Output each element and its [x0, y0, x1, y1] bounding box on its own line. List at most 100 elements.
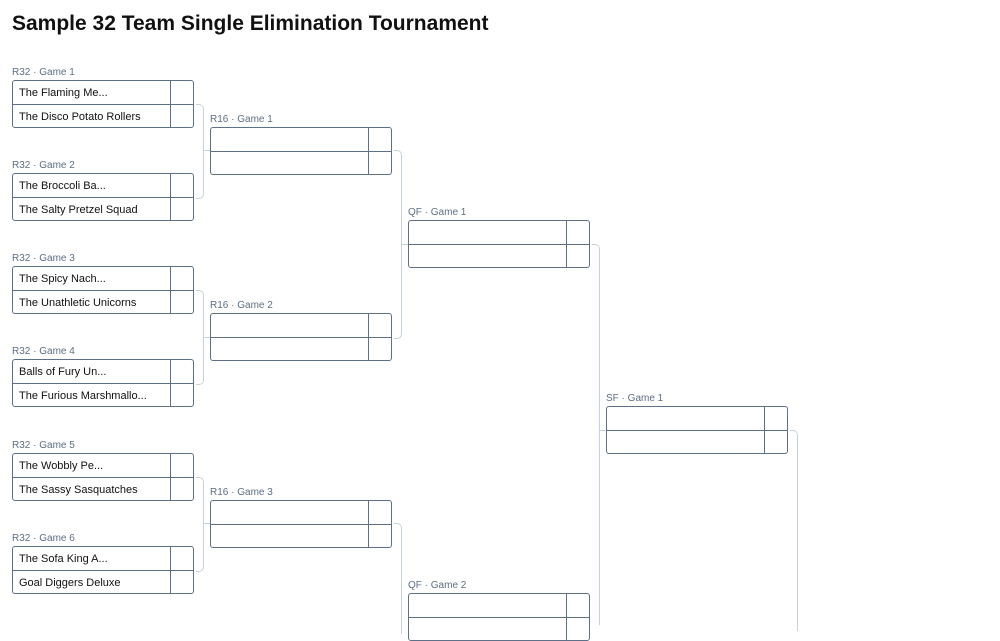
match-label: R32 · Game 1 [12, 67, 75, 78]
match-r32-game-4: R32 · Game 4 Balls of Fury Un... The Fur… [12, 346, 194, 407]
match-qf-game-1: QF · Game 1 [408, 207, 590, 268]
score-cell [368, 314, 391, 337]
score-cell [170, 267, 193, 290]
match-box: The Wobbly Pe... The Sassy Sasquatches [12, 453, 194, 501]
match-r32-game-5: R32 · Game 5 The Wobbly Pe... The Sassy … [12, 440, 194, 501]
team-slot[interactable]: The Sassy Sasquatches [13, 477, 193, 501]
team-slot[interactable]: The Spicy Nach... [13, 267, 193, 290]
match-box [408, 220, 590, 268]
bracket-connector [401, 244, 408, 245]
team-slot[interactable]: The Disco Potato Rollers [13, 104, 193, 128]
team-slot[interactable]: The Broccoli Ba... [13, 174, 193, 197]
match-box: The Flaming Me... The Disco Potato Rolle… [12, 80, 194, 128]
score-cell [170, 291, 193, 314]
match-r32-game-2: R32 · Game 2 The Broccoli Ba... The Salt… [12, 160, 194, 221]
score-cell [368, 338, 391, 361]
team-slot[interactable]: The Unathletic Unicorns [13, 290, 193, 314]
score-cell [170, 384, 193, 407]
bracket-connector [203, 150, 210, 151]
match-box [408, 593, 590, 641]
team-slot[interactable] [211, 501, 391, 524]
match-r16-game-1: R16 · Game 1 [210, 114, 392, 175]
team-slot[interactable] [409, 617, 589, 641]
page-title: Sample 32 Team Single Elimination Tourna… [12, 12, 489, 35]
team-name: The Sofa King A... [19, 552, 108, 565]
team-slot[interactable]: The Flaming Me... [13, 81, 193, 104]
score-cell [170, 547, 193, 570]
match-label: R32 · Game 3 [12, 253, 75, 264]
match-label: R32 · Game 6 [12, 533, 75, 544]
match-box: The Broccoli Ba... The Salty Pretzel Squ… [12, 173, 194, 221]
match-label: SF · Game 1 [606, 393, 664, 404]
match-box [210, 313, 392, 361]
team-name: The Spicy Nach... [19, 272, 106, 285]
bracket-connector [790, 430, 798, 631]
team-slot[interactable] [607, 430, 787, 454]
score-cell [170, 81, 193, 104]
team-name: The Furious Marshmallo... [19, 389, 147, 402]
match-r16-game-3: R16 · Game 3 [210, 487, 392, 548]
match-label: QF · Game 2 [408, 580, 467, 591]
team-slot[interactable] [211, 314, 391, 337]
match-sf-game-1: SF · Game 1 [606, 393, 788, 454]
team-name: Goal Diggers Deluxe [19, 576, 121, 589]
score-cell [170, 571, 193, 594]
team-name: The Flaming Me... [19, 86, 108, 99]
match-box: The Sofa King A... Goal Diggers Deluxe [12, 546, 194, 594]
score-cell [170, 105, 193, 128]
match-box [210, 500, 392, 548]
score-cell [368, 501, 391, 524]
team-slot[interactable]: Balls of Fury Un... [13, 360, 193, 383]
match-r16-game-2: R16 · Game 2 [210, 300, 392, 361]
score-cell [368, 525, 391, 548]
team-slot[interactable] [211, 524, 391, 548]
match-label: R32 · Game 2 [12, 160, 75, 171]
team-name: The Broccoli Ba... [19, 179, 106, 192]
match-label: QF · Game 1 [408, 207, 467, 218]
score-cell [764, 431, 787, 454]
match-label: R32 · Game 4 [12, 346, 75, 357]
team-slot[interactable] [409, 221, 589, 244]
bracket-connector [196, 477, 204, 572]
bracket-connector [394, 523, 402, 634]
team-name: Balls of Fury Un... [19, 365, 107, 378]
match-label: R32 · Game 5 [12, 440, 75, 451]
team-slot[interactable] [607, 407, 787, 430]
score-cell [170, 198, 193, 221]
match-label: R16 · Game 1 [210, 114, 273, 125]
match-label: R16 · Game 3 [210, 487, 273, 498]
bracket-connector [592, 244, 600, 625]
score-cell [566, 221, 589, 244]
team-slot[interactable] [211, 151, 391, 175]
team-slot[interactable]: Goal Diggers Deluxe [13, 570, 193, 594]
team-slot[interactable] [211, 337, 391, 361]
bracket-connector [203, 523, 210, 524]
team-slot[interactable]: The Furious Marshmallo... [13, 383, 193, 407]
team-slot[interactable]: The Sofa King A... [13, 547, 193, 570]
match-box [210, 127, 392, 175]
bracket-connector [203, 337, 210, 338]
match-r32-game-3: R32 · Game 3 The Spicy Nach... The Unath… [12, 253, 194, 314]
match-r32-game-6: R32 · Game 6 The Sofa King A... Goal Dig… [12, 533, 194, 594]
team-slot[interactable] [409, 594, 589, 617]
team-slot[interactable] [211, 128, 391, 151]
score-cell [368, 152, 391, 175]
match-box [606, 406, 788, 454]
bracket-connector [196, 104, 204, 199]
score-cell [566, 245, 589, 268]
match-label: R16 · Game 2 [210, 300, 273, 311]
score-cell [170, 360, 193, 383]
score-cell [566, 594, 589, 617]
match-box: Balls of Fury Un... The Furious Marshmal… [12, 359, 194, 407]
team-name: The Unathletic Unicorns [19, 296, 137, 309]
team-slot[interactable]: The Salty Pretzel Squad [13, 197, 193, 221]
score-cell [170, 478, 193, 501]
score-cell [566, 618, 589, 641]
bracket-connector [599, 430, 606, 431]
team-name: The Wobbly Pe... [19, 459, 104, 472]
score-cell [170, 454, 193, 477]
match-box: The Spicy Nach... The Unathletic Unicorn… [12, 266, 194, 314]
team-slot[interactable]: The Wobbly Pe... [13, 454, 193, 477]
team-slot[interactable] [409, 244, 589, 268]
score-cell [764, 407, 787, 430]
